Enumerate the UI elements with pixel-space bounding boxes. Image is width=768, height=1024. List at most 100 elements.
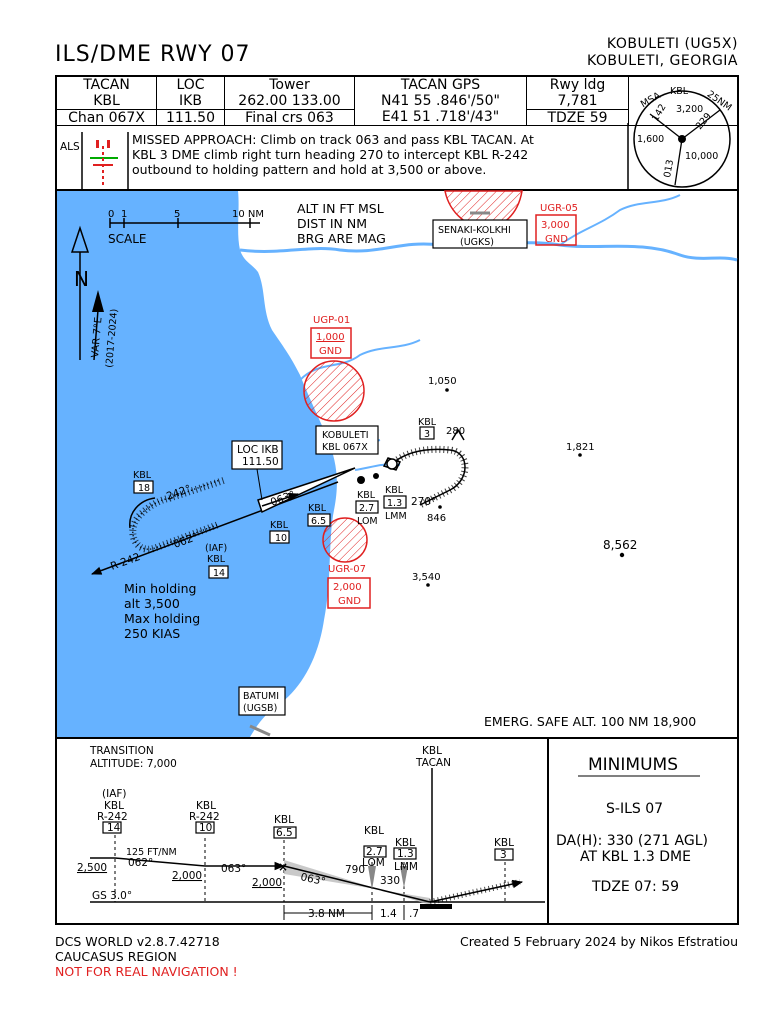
lmm-label: LMM <box>385 511 407 522</box>
profile-kbl-10: KBL <box>196 800 216 812</box>
batumi-name: BATUMI <box>243 691 279 702</box>
restricted-area-ugp01 <box>303 360 365 422</box>
elev-846: 846 <box>427 513 446 524</box>
airport-name: KOBULETI (UG5X) KOBULETI, GEORGIA <box>587 36 738 70</box>
elev-1050: 1,050 <box>428 376 457 387</box>
profile-kbl-13: KBL <box>395 837 415 849</box>
obstacle-280 <box>451 428 465 441</box>
loc-freq: 111.50 <box>157 109 224 126</box>
kbl-65-label: KBL <box>308 503 327 514</box>
profile-d13: 1.3 <box>397 848 414 860</box>
profile-alt-2000b: 2,000 <box>252 877 282 889</box>
svg-text:×: × <box>278 860 288 874</box>
ugr05-label: UGR-05 <box>540 203 578 214</box>
msa-brg-142: 142 <box>650 102 669 123</box>
elev-280: 280 <box>446 426 465 437</box>
profile-lmm: LMM <box>394 861 418 873</box>
iaf-label: (IAF) <box>205 543 227 554</box>
frequency-box: TACAN KBL Chan 067X LOC IKB 111.50 Tower… <box>57 77 737 126</box>
profile-d27: 2.7 <box>366 846 383 858</box>
ugr05-alt: 3,000 <box>541 220 570 231</box>
ugr05-gnd: GND <box>545 234 568 245</box>
elev-1821: 1,821 <box>566 442 595 453</box>
footer-sim: DCS WORLD v2.8.7.42718 <box>55 934 220 949</box>
ugp01-gnd: GND <box>319 346 342 357</box>
ugr07-alt: 2,000 <box>333 582 362 593</box>
runway-label: Rwy ldg <box>549 77 606 93</box>
spot-8562 <box>619 552 625 558</box>
course-270: 270° <box>411 496 436 508</box>
airport-line1: KOBULETI (UG5X) <box>606 36 738 52</box>
chart-frame: TACAN KBL Chan 067X LOC IKB 111.50 Tower… <box>55 75 739 925</box>
transition-altitude: ALTITUDE: 7,000 <box>90 758 177 770</box>
elev-3540: 3,540 <box>412 572 441 583</box>
note-alt: ALT IN FT MSL <box>297 201 384 216</box>
loc-name: LOC IKB <box>237 444 279 456</box>
loc-box: LOC IKB 111.50 <box>157 77 225 126</box>
loc-label: LOC <box>176 77 205 93</box>
localizer-course <box>257 467 356 514</box>
profile-tacan-label: TACAN <box>415 757 451 769</box>
kbl-10-dme: 10 <box>275 533 287 544</box>
spot-1050 <box>445 388 449 392</box>
profile-dist-07: .7 <box>409 908 419 920</box>
als-icon <box>90 140 118 186</box>
loc-frequency: 111.50 <box>242 456 279 468</box>
minimums-da: DA(H): 330 (271 AGL) <box>556 833 708 849</box>
lom-symbol <box>357 476 365 484</box>
profile-kbl-14: KBL <box>104 800 124 812</box>
kbl-65-dme: 6.5 <box>311 516 326 527</box>
emergency-safe-altitude: EMERG. SAFE ALT. 100 NM 18,900 <box>484 714 696 729</box>
hold-note-3: Max holding <box>124 611 200 626</box>
profile-d3: 3 <box>500 849 507 861</box>
profile-kbl-3: KBL <box>494 837 514 849</box>
runway-length: 7,781 <box>557 93 598 109</box>
msa-circle <box>633 90 731 188</box>
gps-lon: E41 51 .718'/43" <box>381 109 500 125</box>
minimums-at: AT KBL 1.3 DME <box>580 849 691 865</box>
ugp01-alt: 1,000 <box>316 332 345 343</box>
profile-alt-2500: 2,500 <box>77 862 107 874</box>
profile-crs-063b: 063° <box>299 871 326 888</box>
profile-crs-062: 062° <box>128 857 153 869</box>
restricted-area-ugr07 <box>322 517 368 563</box>
footer-credit: Created 5 February 2024 by Nikos Efstrat… <box>459 934 738 949</box>
spot-1821 <box>578 453 582 457</box>
note-brg: BRG ARE MAG <box>297 231 386 246</box>
tower-label: Tower <box>269 77 310 93</box>
kobuleti-tacan: KBL 067X <box>322 442 368 453</box>
transition-label: TRANSITION <box>89 745 154 757</box>
msa-fix: KBL <box>670 86 689 97</box>
variation-years: (2017-2024) <box>104 308 120 368</box>
batumi-icao: (UGSB) <box>243 703 277 714</box>
footer-region: CAUCASUS REGION <box>55 949 177 964</box>
profile-alt-2000a: 2,000 <box>172 870 202 882</box>
profile-iaf: (IAF) <box>102 788 127 800</box>
elev-8562: 8,562 <box>603 538 637 552</box>
north-arrow <box>70 225 104 361</box>
holding-pattern <box>129 476 227 553</box>
minimums-approach: S-ILS 07 <box>606 801 663 817</box>
minimums-tdze: TDZE 07: 59 <box>591 879 679 895</box>
kbl-18-label: KBL <box>133 470 152 481</box>
kbl-14-dme: 14 <box>213 568 225 579</box>
footer-warning: NOT FOR REAL NAVIGATION ! <box>55 964 238 979</box>
scale-label: SCALE <box>108 232 146 246</box>
loc-id: IKB <box>179 93 202 109</box>
hold-note-2: alt 3,500 <box>124 596 180 611</box>
profile-glideslope: GS 3.0° <box>92 890 132 902</box>
lmm-symbol <box>373 473 379 479</box>
tacan-id: KBL <box>93 93 120 109</box>
kbl-10-label: KBL <box>270 520 289 531</box>
scale-10: 10 NM <box>232 209 264 220</box>
kbl-27-dme: 2.7 <box>359 503 374 514</box>
profile-view: × <box>90 768 545 920</box>
tacan-label: TACAN <box>83 77 130 93</box>
profile-kbl-27: KBL <box>364 825 384 837</box>
scale-bar <box>109 218 260 228</box>
kbl-13-dme: 1.3 <box>387 498 402 509</box>
missed-line-3: outbound to holding pattern and hold at … <box>132 162 486 177</box>
gps-box: TACAN GPS N41 55 .846'/50" E41 51 .718'/… <box>355 77 527 125</box>
variation: VAR 7°E <box>90 317 105 359</box>
scale-1: 1 <box>121 209 127 220</box>
